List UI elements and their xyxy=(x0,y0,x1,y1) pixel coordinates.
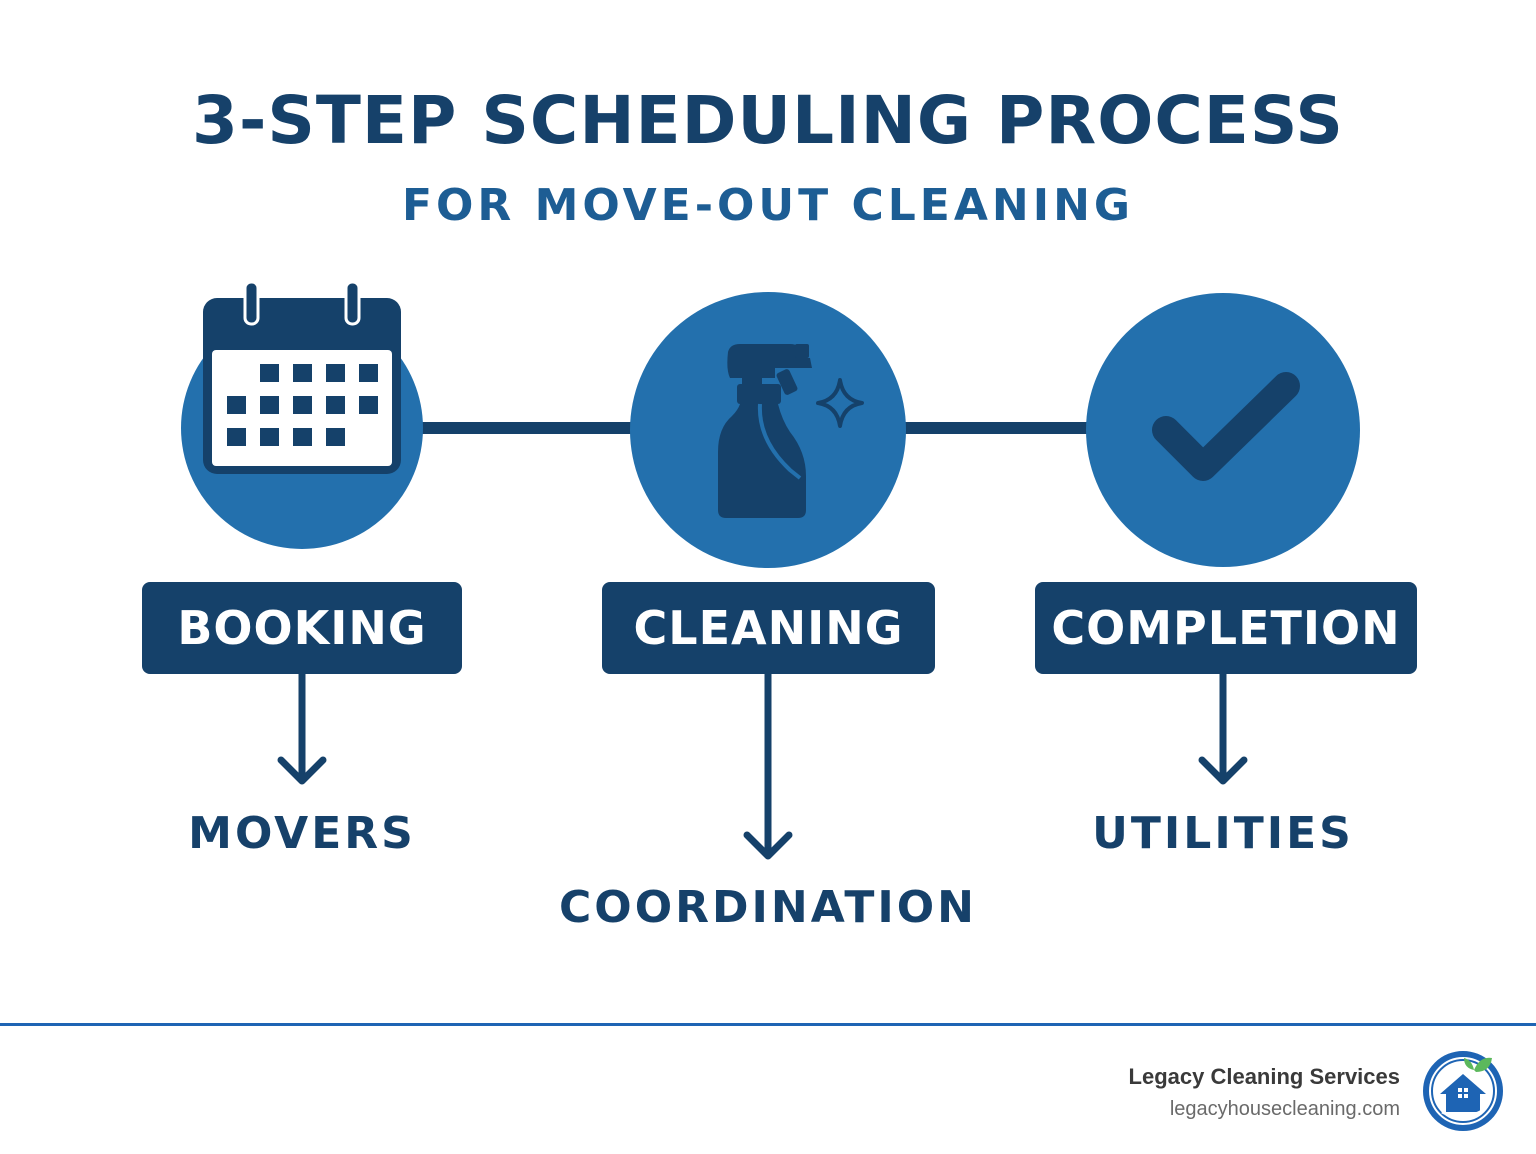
house-leaf-logo-icon xyxy=(1423,1051,1503,1131)
brand-url[interactable]: legacyhousecleaning.com xyxy=(1169,1098,1400,1120)
calendar-icon xyxy=(203,280,401,474)
step-box-completion: COMPLETION xyxy=(1035,582,1417,674)
arrow-cleaning-to-outcome xyxy=(743,670,793,860)
arrow-booking-to-outcome xyxy=(277,670,327,785)
step-box-cleaning: CLEANING xyxy=(602,582,935,674)
page-subtitle: FOR MOVE-OUT CLEANING xyxy=(401,180,1135,231)
brand-name: Legacy Cleaning Services xyxy=(1128,1064,1400,1089)
step-box-booking: BOOKING xyxy=(142,582,462,674)
outcome-utilities: UTILITIES xyxy=(1092,808,1354,859)
outcome-movers: MOVERS xyxy=(188,808,416,859)
outcome-coordination: COORDINATION xyxy=(559,882,977,933)
step-label-cleaning: CLEANING xyxy=(633,601,904,655)
page-title: 3-STEP SCHEDULING PROCESS xyxy=(192,82,1344,159)
sparkle-icon xyxy=(816,378,864,428)
step-label-completion: COMPLETION xyxy=(1051,601,1401,655)
arrow-completion-to-outcome xyxy=(1198,670,1248,785)
step-label-booking: BOOKING xyxy=(177,601,427,655)
footer-divider xyxy=(0,1023,1536,1026)
spray-bottle-icon xyxy=(718,344,812,518)
checkmark-icon xyxy=(1152,372,1300,481)
